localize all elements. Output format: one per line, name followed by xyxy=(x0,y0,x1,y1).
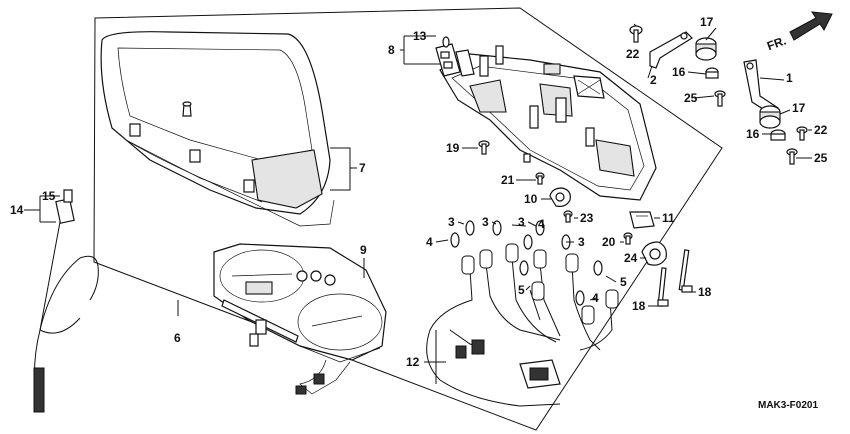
callout-19: 19 xyxy=(446,141,460,155)
callout-11: 11 xyxy=(662,211,675,225)
callout-2: 2 xyxy=(650,73,657,87)
callout-1: 1 xyxy=(786,71,793,85)
callout-15: 15 xyxy=(42,189,56,203)
callout-21: 21 xyxy=(501,173,515,187)
stay-2 xyxy=(649,31,693,69)
callout-18b: 18 xyxy=(632,299,646,313)
leader-lines xyxy=(24,23,812,384)
clamp-24 xyxy=(641,241,667,266)
callout-23: 23 xyxy=(580,211,594,225)
diagram-code: MAK3-F0201 xyxy=(758,400,818,411)
callout-17a: 17 xyxy=(700,15,714,29)
callout-7: 7 xyxy=(359,161,366,175)
clamp-10 xyxy=(549,187,571,207)
collar-16a xyxy=(705,67,719,79)
callout-labels: 13 8 7 6 9 14 15 19 21 10 23 11 20 24 18… xyxy=(10,15,828,369)
callout-4b: 4 xyxy=(538,217,545,231)
meter-case xyxy=(435,36,657,201)
callout-4a: 4 xyxy=(426,235,433,249)
screw-20 xyxy=(623,232,633,245)
assembly-boundary xyxy=(93,7,723,431)
callout-12: 12 xyxy=(406,355,420,369)
wire-harness xyxy=(426,220,619,407)
bolt-25a xyxy=(714,90,726,107)
callout-10: 10 xyxy=(524,192,538,206)
callout-13: 13 xyxy=(413,29,427,43)
callout-9: 9 xyxy=(360,243,367,257)
callout-5a: 5 xyxy=(518,283,525,297)
screw-21 xyxy=(535,172,545,185)
callout-24: 24 xyxy=(624,251,638,265)
callout-18a: 18 xyxy=(698,285,712,299)
callout-4c: 4 xyxy=(592,291,599,305)
bolt-18b xyxy=(657,267,669,307)
callout-5b: 5 xyxy=(620,275,627,289)
callout-17b: 17 xyxy=(792,101,806,115)
screw-22a xyxy=(629,25,643,43)
callout-16a: 16 xyxy=(672,65,686,79)
callout-22b: 22 xyxy=(814,123,828,137)
callout-25b: 25 xyxy=(814,151,828,165)
callout-8: 8 xyxy=(388,43,395,57)
callout-22a: 22 xyxy=(626,47,640,61)
meter-upper-cover xyxy=(100,31,335,227)
collar-16b xyxy=(770,129,786,141)
callout-3d: 3 xyxy=(578,235,585,249)
callout-14: 14 xyxy=(10,203,24,217)
grommet-17a xyxy=(695,37,717,61)
callout-3c: 3 xyxy=(518,215,525,229)
callout-20: 20 xyxy=(602,235,616,249)
clip-11 xyxy=(629,211,655,229)
screw-23 xyxy=(563,210,573,223)
front-direction-arrow: FR. xyxy=(765,11,833,53)
grommet-17b xyxy=(759,105,781,129)
callout-3a: 3 xyxy=(448,215,455,229)
speedometer-cable xyxy=(33,189,99,413)
screw-19 xyxy=(478,140,490,155)
callout-6: 6 xyxy=(174,331,181,345)
bolt-25b xyxy=(786,148,798,165)
bolt-18a xyxy=(678,249,693,293)
screw-22b xyxy=(796,126,808,141)
callout-3b: 3 xyxy=(482,215,489,229)
front-direction-label: FR. xyxy=(765,33,788,53)
callout-25a: 25 xyxy=(684,91,698,105)
meter-panel xyxy=(213,243,387,395)
callout-16b: 16 xyxy=(746,127,760,141)
